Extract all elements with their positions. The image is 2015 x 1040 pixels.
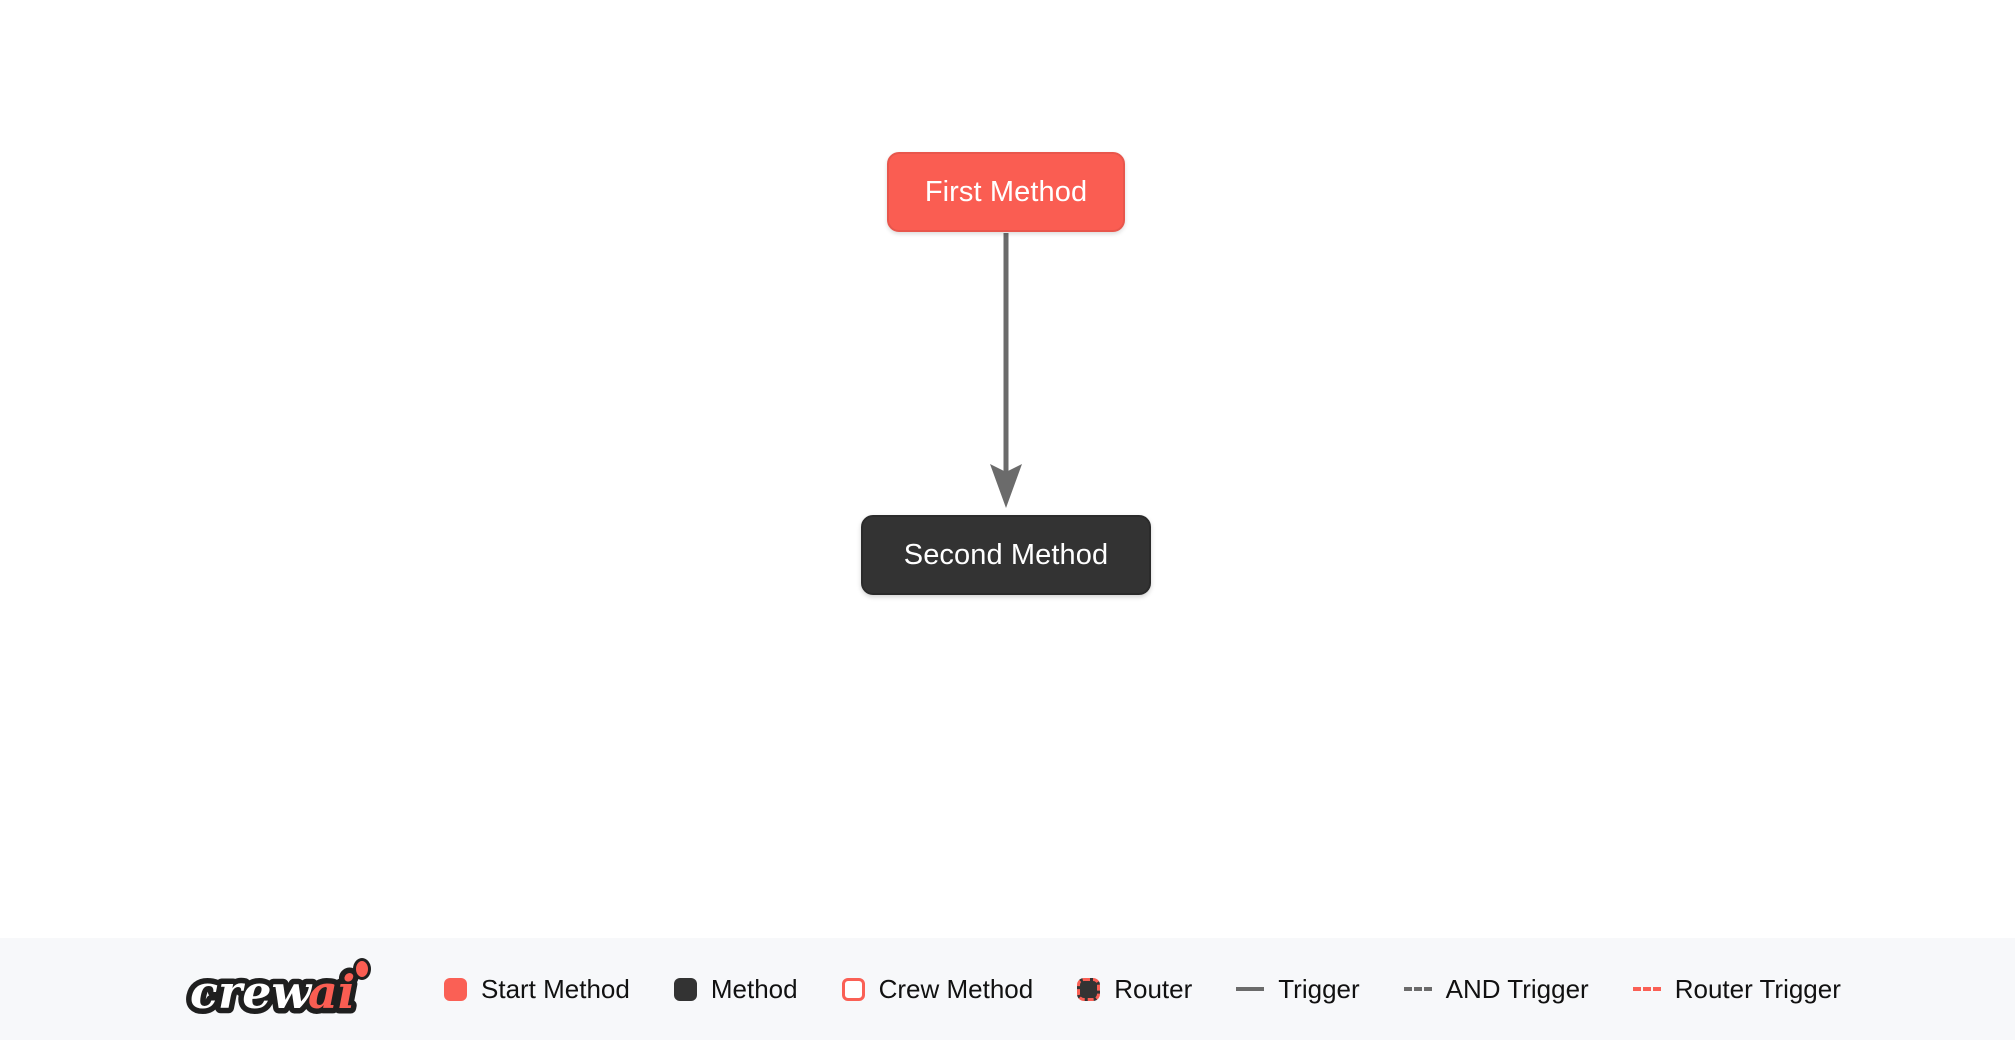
method-swatch-icon <box>673 977 697 1001</box>
start-method-swatch-icon <box>444 977 467 1001</box>
crewai-logo: crew ai crew ai <box>186 958 371 1022</box>
legend-item-label: Router <box>1114 974 1193 1004</box>
arrowhead <box>990 464 1022 508</box>
svg-text:ai: ai <box>308 965 355 1019</box>
flow-node-label: Second Method <box>903 538 1109 571</box>
legend-item-start-method: Start Method <box>444 976 630 1002</box>
legend-item-label: Method <box>710 974 798 1004</box>
flow-canvas[interactable]: First Method Second Method <box>0 0 2015 938</box>
legend-item-crew-method: Crew Method <box>841 974 1034 1004</box>
and-trigger-line-icon <box>1403 987 1432 991</box>
legend-item-and-trigger: AND Trigger <box>1403 974 1589 1004</box>
trigger-line-icon <box>1236 987 1265 991</box>
legend-item-label: AND Trigger <box>1445 974 1589 1004</box>
legend-item-label: Crew Method <box>878 974 1034 1004</box>
legend-item-label: Start Method <box>481 974 630 1004</box>
crew-method-swatch-icon <box>841 977 865 1001</box>
legend-item-label: Router Trigger <box>1674 974 1841 1004</box>
edge-first-to-second <box>990 233 1022 508</box>
legend-item-label: Trigger <box>1278 974 1360 1004</box>
svg-text:crew: crew <box>190 965 313 1019</box>
legend-item-router: Router <box>1077 976 1192 1002</box>
legend-item-method: Method <box>673 974 798 1004</box>
legend-item-trigger: Trigger <box>1236 974 1360 1004</box>
flow-node-label: First Method <box>924 175 1088 208</box>
svg-text:crew: crew <box>190 965 313 1019</box>
edge-layer <box>990 233 1022 508</box>
legend-bar: crew ai crew ai Start Method Method Crew… <box>0 938 2015 1040</box>
router-trigger-line-icon <box>1632 987 1661 991</box>
svg-text:ai: ai <box>308 965 355 1019</box>
flow-node-second-method[interactable]: Second Method <box>861 515 1151 595</box>
legend-item-router-trigger: Router Trigger <box>1632 974 1841 1004</box>
router-swatch-icon <box>1077 977 1101 1001</box>
flow-node-first-method[interactable]: First Method <box>887 152 1125 232</box>
